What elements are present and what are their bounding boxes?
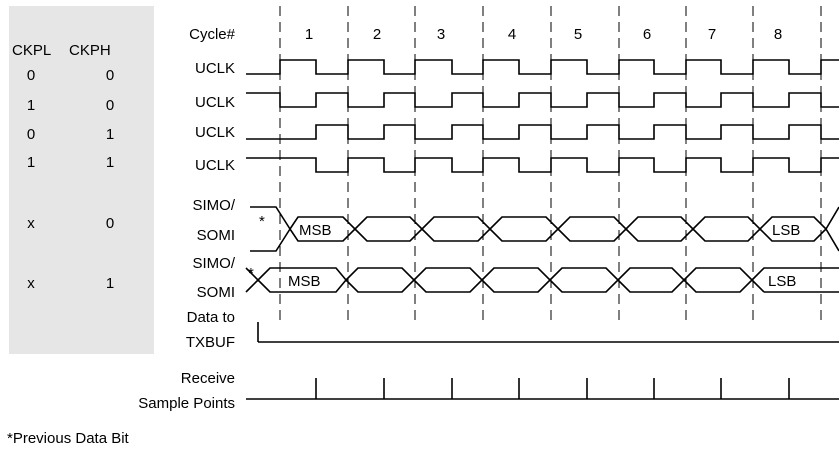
footnote: *Previous Data Bit	[7, 430, 129, 447]
msb-label: MSB	[299, 222, 332, 239]
cycle-number: 6	[642, 26, 652, 43]
sample-points-label-line1: Receive	[180, 370, 235, 387]
uclk-label: UCLK	[194, 124, 235, 141]
cycle-number: 7	[707, 26, 717, 43]
cycle-number: 8	[773, 26, 783, 43]
ckpl-value: 0	[26, 126, 36, 143]
simo-somi-data-waveform	[245, 267, 839, 293]
cycle-number: 4	[507, 26, 517, 43]
previous-bit-marker: *	[259, 213, 265, 230]
simo-somi-data-waveform	[250, 206, 839, 252]
previous-bit-marker: *	[248, 265, 254, 282]
ckpl-value: 0	[26, 67, 36, 84]
uclk-waveform	[246, 157, 839, 173]
ckpl-value: 1	[26, 154, 36, 171]
lsb-label: LSB	[772, 222, 800, 239]
ckpl-value: x	[27, 275, 35, 292]
ckph-value: 1	[105, 275, 115, 292]
uclk-label: UCLK	[194, 60, 235, 77]
simo-somi-label-line1: SIMO/	[192, 197, 235, 214]
txbuf-waveform	[257, 322, 839, 343]
uclk-label: UCLK	[194, 157, 235, 174]
uclk-waveform	[246, 92, 839, 108]
msb-label: MSB	[288, 273, 321, 290]
cycle-number: 2	[372, 26, 382, 43]
sample-point-ticks	[315, 378, 790, 399]
simo-somi-label-line2: SOMI	[196, 227, 235, 244]
uclk-label: UCLK	[194, 94, 235, 111]
lsb-label: LSB	[768, 273, 796, 290]
ckph-header: CKPH	[69, 42, 111, 59]
ckph-value: 0	[105, 97, 115, 114]
uclk-waveform	[246, 124, 839, 140]
cycle-boundary-lines	[279, 6, 822, 320]
cycle-number: 1	[304, 26, 314, 43]
cycle-number: 5	[573, 26, 583, 43]
ckpl-value: 1	[26, 97, 36, 114]
uclk-waveform	[246, 59, 839, 75]
ckph-value: 1	[105, 126, 115, 143]
txbuf-label-line1: Data to	[186, 309, 235, 326]
cycle-number: 3	[436, 26, 446, 43]
sample-points-label-line2: Sample Points	[138, 395, 235, 412]
clock-settings-panel	[9, 6, 154, 354]
ckph-value: 1	[105, 154, 115, 171]
txbuf-label-line2: TXBUF	[185, 334, 235, 351]
simo-somi-label-line2: SOMI	[196, 284, 235, 301]
ckph-value: 0	[105, 67, 115, 84]
simo-somi-label-line1: SIMO/	[192, 255, 235, 272]
ckpl-value: x	[27, 215, 35, 232]
ckpl-header: CKPL	[12, 42, 52, 59]
ckph-value: 0	[105, 215, 115, 232]
cycle-label: Cycle#	[189, 26, 235, 43]
